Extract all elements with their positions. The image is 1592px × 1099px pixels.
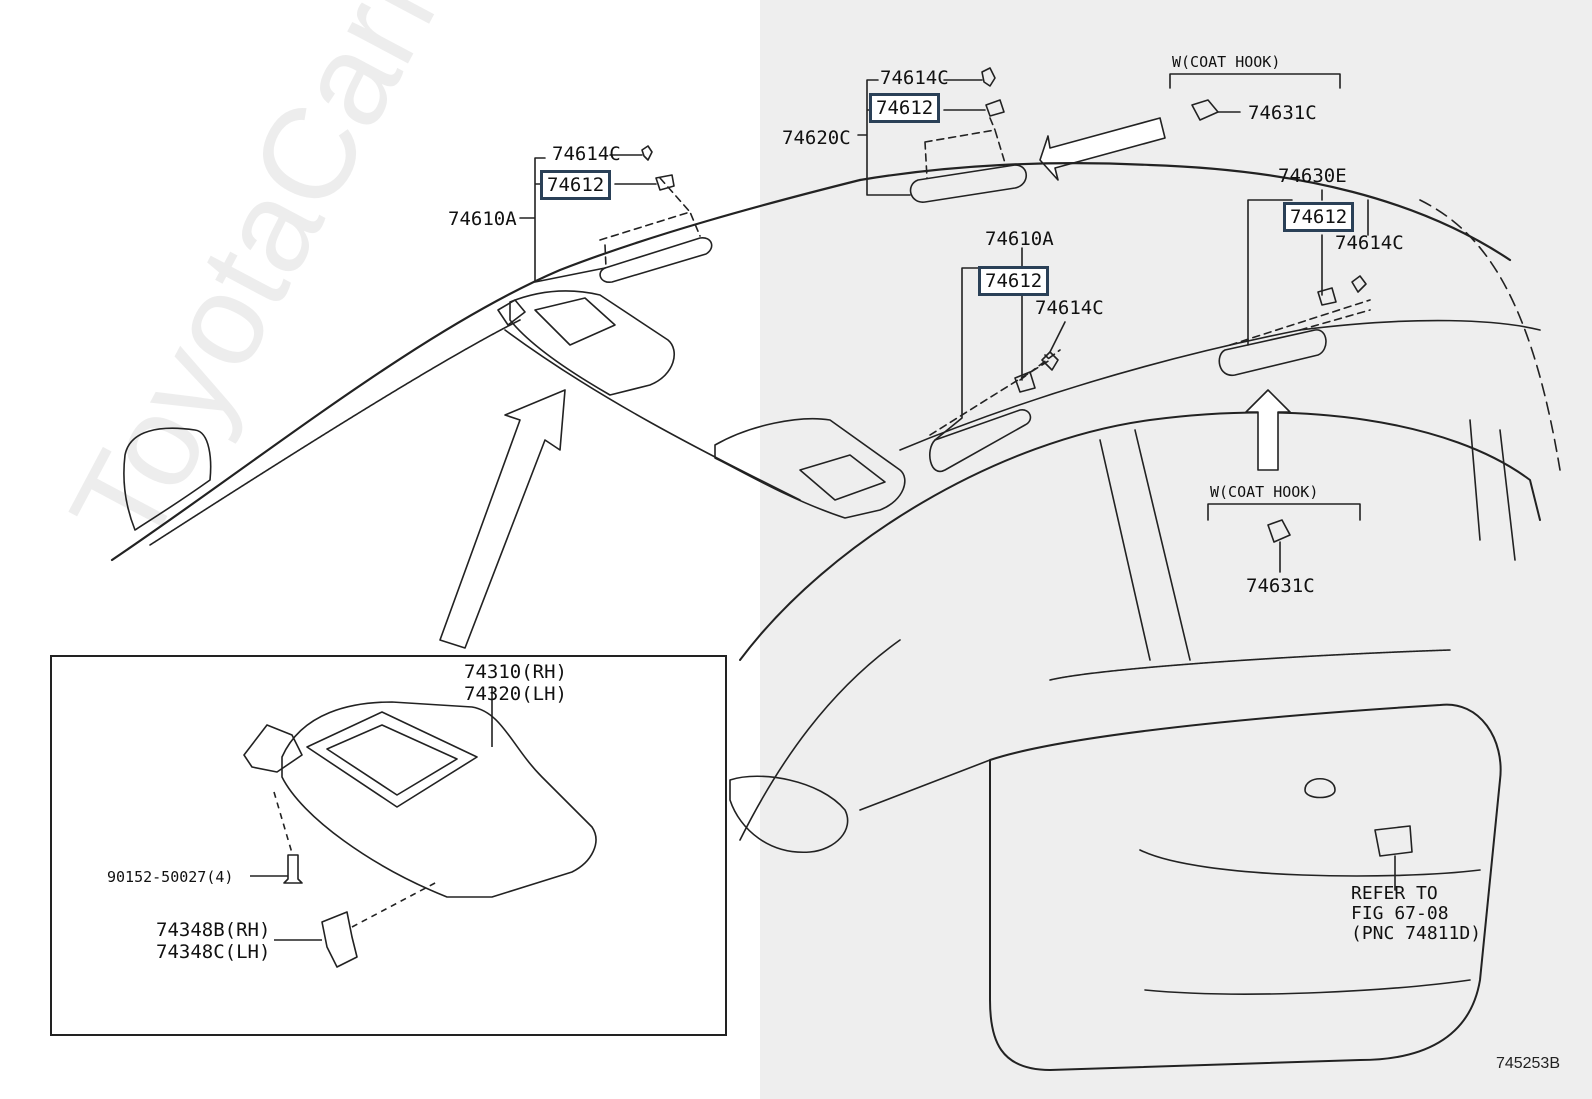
- right-shaded-background: [760, 0, 1592, 1099]
- figure-number: 745253B: [1495, 1055, 1560, 1072]
- label-top-clip: 74614C: [880, 67, 949, 89]
- inset-visor-mirror: [306, 711, 478, 808]
- grip-left: [599, 237, 713, 283]
- leader-top: [857, 79, 911, 196]
- inset-screw-leader: [273, 791, 293, 854]
- grip-mid: [929, 409, 1032, 473]
- label-right-grip: 74630E: [1278, 165, 1347, 187]
- inset-screw-icon: [283, 854, 303, 884]
- arrow-up-left: [439, 389, 566, 649]
- left-cover-icon: [655, 174, 675, 191]
- label-mid-grip: 74610A: [985, 228, 1054, 250]
- label-visor-lh: 74320(LH): [464, 683, 567, 705]
- label-coat-hook-top: W(COAT HOOK): [1172, 53, 1281, 71]
- label-visor-rh: 74310(RH): [464, 661, 567, 683]
- roof-right-edge: [1419, 199, 1561, 471]
- right-cover-icon: [1317, 287, 1337, 306]
- grip-mid-dash: [929, 349, 1061, 436]
- rear-lamp-icon: [1374, 825, 1413, 857]
- coat-hook-bottom-icon: [1267, 519, 1291, 543]
- mid-clip-icon: [1041, 351, 1059, 371]
- label-refer-line2: FIG 67-08: [1351, 903, 1449, 924]
- inset-visor: [281, 701, 597, 898]
- top-clip-icon: [981, 67, 996, 87]
- rear-hatch: [989, 703, 1502, 1071]
- label-top-grip: 74620C: [782, 127, 851, 149]
- coat-hook-top-bracket: [1169, 73, 1341, 89]
- grip-top: [909, 164, 1028, 203]
- label-left-grip: 74610A: [448, 208, 517, 230]
- label-holder-lh: 74348C(LH): [156, 941, 271, 963]
- leader-right: [1247, 199, 1369, 346]
- inset-drawing: [243, 687, 597, 968]
- door-opening: [739, 411, 1541, 661]
- c-pillar: [1469, 419, 1516, 561]
- label-top-cover: 74612: [869, 93, 941, 123]
- label-right-cover: 74612: [1283, 202, 1355, 232]
- label-coat-hook-bottom: W(COAT HOOK): [1210, 483, 1319, 501]
- inset-visor-mount: [243, 724, 303, 773]
- right-visor: [714, 417, 906, 519]
- grip-top-dash: [924, 117, 1006, 179]
- right-clip-icon: [1351, 275, 1367, 293]
- inset-visor-mirror-inner: [326, 724, 458, 796]
- roof-right: [858, 162, 1512, 262]
- belt-line: [859, 759, 991, 811]
- roof-right-inner: [899, 319, 1541, 451]
- label-right-clip: 74614C: [1335, 232, 1404, 254]
- left-visor: [509, 290, 676, 396]
- coat-hook-bottom-bracket: [1207, 503, 1361, 521]
- label-refer-line1: REFER TO: [1351, 883, 1438, 904]
- sun-visor-inset: 74310(RH) 74320(LH) 90152-50027(4) 74348…: [50, 655, 727, 1036]
- headrest: [123, 427, 212, 531]
- label-mid-cover: 74612: [978, 266, 1050, 296]
- inset-holder-leader: [351, 881, 438, 928]
- left-visor-mount: [497, 299, 526, 326]
- right-visor-mirror: [799, 454, 886, 501]
- left-visor-mirror: [534, 297, 616, 346]
- windshield-edge: [504, 329, 801, 501]
- grip-left-dash: [599, 177, 701, 269]
- leader-mid-clip: [1049, 321, 1066, 353]
- leader-top-clip: [943, 79, 986, 111]
- label-left-cover: 74612: [540, 170, 612, 200]
- roof-line: [110, 178, 862, 562]
- leader-left-clip: [609, 154, 657, 185]
- rear-bumper: [1139, 849, 1481, 995]
- grip-right: [1218, 329, 1327, 376]
- label-screw: 90152-50027(4): [107, 868, 234, 886]
- top-cover-icon: [985, 99, 1005, 117]
- leader-mid: [934, 247, 1023, 441]
- hatch-gap: [1049, 649, 1451, 681]
- arrow-up-right: [1245, 389, 1291, 471]
- label-left-clip: 74614C: [552, 143, 621, 165]
- front-door-line: [739, 639, 901, 841]
- side-mirror: [729, 775, 849, 853]
- grip-right-dash: [1229, 299, 1371, 346]
- arrow-top: [1039, 117, 1166, 181]
- inset-holder-icon: [321, 911, 358, 968]
- roof-line-inner: [149, 319, 521, 546]
- leader-left: [519, 157, 606, 283]
- label-holder-rh: 74348B(RH): [156, 919, 271, 941]
- rear-emblem: [1304, 777, 1336, 799]
- label-coat-hook-bottom-part: 74631C: [1246, 575, 1315, 597]
- left-clip-icon: [641, 145, 653, 161]
- coat-hook-top-icon: [1191, 99, 1219, 121]
- b-pillar: [1099, 429, 1191, 661]
- label-coat-hook-top-part: 74631C: [1248, 102, 1317, 124]
- mid-cover-icon: [1014, 371, 1036, 393]
- label-mid-clip: 74614C: [1035, 297, 1104, 319]
- label-refer-line3: (PNC 74811D): [1351, 923, 1482, 944]
